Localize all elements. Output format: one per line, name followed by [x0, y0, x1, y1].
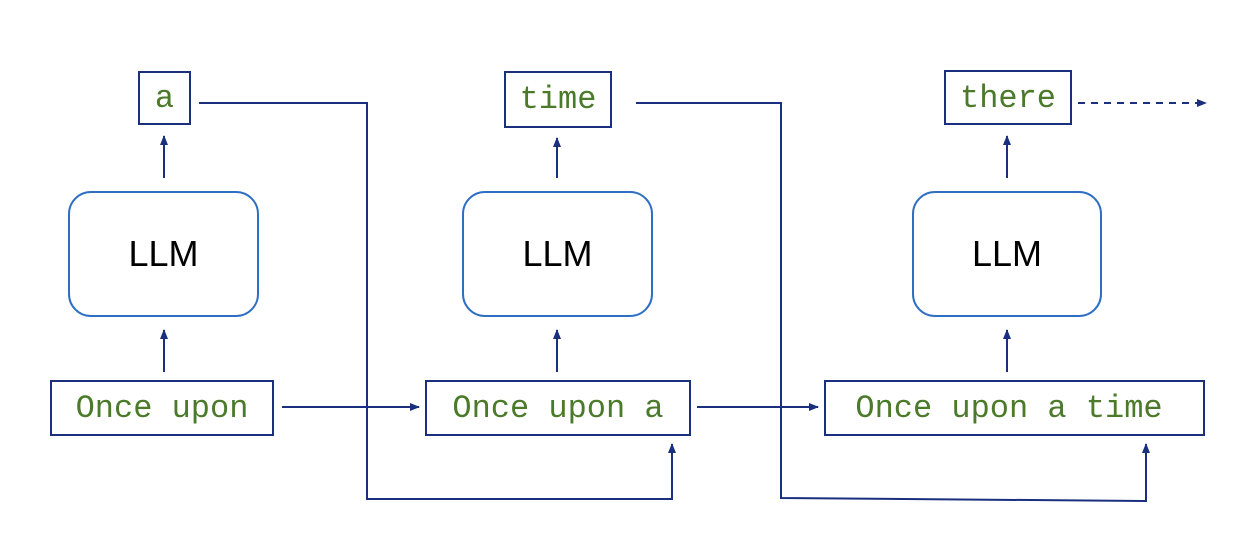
output-token-box — [138, 71, 191, 125]
output-token-box — [944, 70, 1072, 125]
step-3-model: LLM — [912, 191, 1102, 317]
output-token-label: time — [520, 81, 597, 118]
step-1-output-token: a — [138, 71, 191, 125]
output-token-label: there — [960, 80, 1056, 117]
llm-box — [462, 191, 653, 317]
step-2: time LLM Once upon a — [425, 71, 691, 436]
step-1: a LLM Once upon — [50, 71, 274, 436]
llm-label: LLM — [128, 233, 198, 274]
llm-box — [68, 191, 259, 317]
input-sequence-box — [50, 380, 274, 436]
step-1-input-sequence: Once upon — [50, 380, 274, 436]
step-3: there LLM Once upon a time — [824, 70, 1205, 436]
llm-box — [912, 191, 1102, 317]
input-sequence-label: Once upon a — [452, 390, 663, 427]
input-sequence-box — [425, 380, 691, 436]
input-sequence-label: Once upon a time — [855, 390, 1162, 427]
input-sequence-label: Once upon — [76, 390, 249, 427]
step-3-output-token: there — [944, 70, 1072, 125]
step-3-input-sequence: Once upon a time — [824, 380, 1205, 436]
step-2-output-token: time — [504, 71, 612, 128]
output-token-box — [504, 71, 612, 128]
step-2-model: LLM — [462, 191, 653, 317]
output-token-label: a — [155, 80, 174, 117]
step-2-input-sequence: Once upon a — [425, 380, 691, 436]
input-sequence-box — [824, 380, 1205, 436]
feedback-arrow-2 — [636, 102, 1150, 503]
llm-label: LLM — [972, 233, 1042, 274]
llm-label: LLM — [522, 233, 592, 274]
feedback-arrow-1 — [199, 102, 676, 500]
step-1-model: LLM — [68, 191, 259, 317]
